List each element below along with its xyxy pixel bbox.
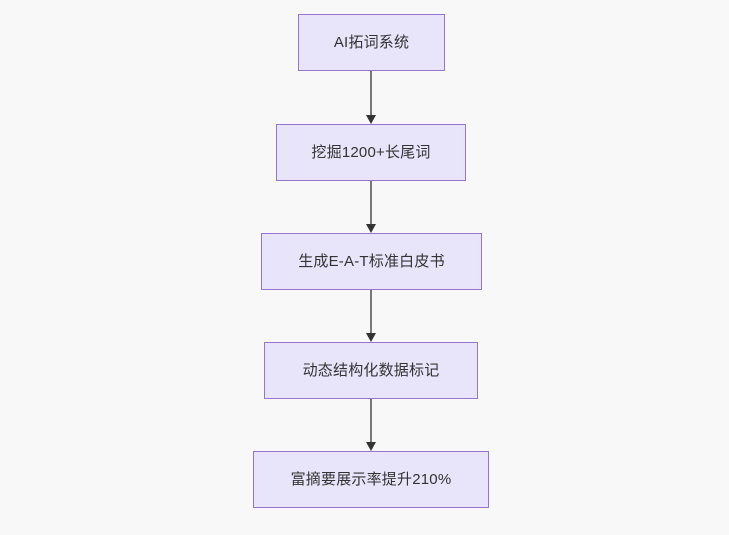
arrow-head-icon [366,333,376,342]
flow-node-3[interactable]: 生成E-A-T标准白皮书 [261,233,482,290]
flow-node-4[interactable]: 动态结构化数据标记 [264,342,478,399]
flow-node-label: 生成E-A-T标准白皮书 [298,252,445,270]
flow-node-label: 挖掘1200+长尾词 [311,143,431,161]
flow-arrow-1 [366,71,376,124]
flow-node-label: 富摘要展示率提升210% [290,470,452,488]
flow-arrow-4 [366,399,376,451]
arrow-head-icon [366,442,376,451]
flow-node-label: AI拓词系统 [333,33,410,51]
flow-node-label: 动态结构化数据标记 [302,361,440,379]
arrow-head-icon [366,115,376,124]
flow-node-5[interactable]: 富摘要展示率提升210% [253,451,489,508]
arrow-line-icon [370,181,372,225]
arrow-head-icon [366,224,376,233]
flow-arrow-3 [366,290,376,342]
flow-node-2[interactable]: 挖掘1200+长尾词 [276,124,466,181]
arrow-line-icon [370,71,372,116]
arrow-line-icon [370,290,372,334]
flow-arrow-2 [366,181,376,233]
arrow-line-icon [370,399,372,443]
flow-node-1[interactable]: AI拓词系统 [298,14,445,71]
